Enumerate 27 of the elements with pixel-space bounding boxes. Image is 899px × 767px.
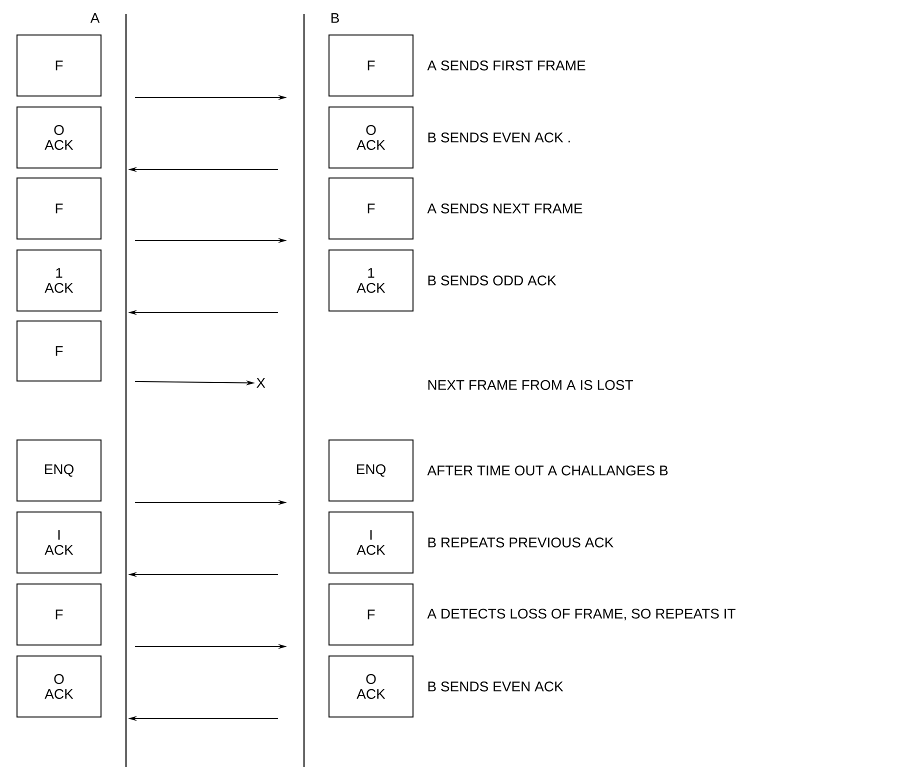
message-box: O ACK <box>16 655 102 718</box>
message-box: 1 ACK <box>328 249 414 312</box>
description-text: AFTER TIME OUT A CHALLANGES B <box>427 466 668 476</box>
note-text: NEXT FRAME FROM A IS LOST <box>428 380 634 390</box>
message-box: F <box>16 34 102 96</box>
message-box: I ACK <box>16 511 102 574</box>
message-box: ENQ <box>328 439 414 502</box>
loss-mark: X <box>256 378 266 388</box>
description-text: A SENDS NEXT FRAME <box>427 204 582 214</box>
message-box: O ACK <box>328 655 414 718</box>
message-box: F <box>328 34 414 96</box>
message-box: F <box>16 320 102 382</box>
message-box: F <box>16 177 102 240</box>
description-text: B REPEATS PREVIOUS ACK <box>428 538 614 548</box>
message-box: ENQ <box>16 439 102 502</box>
message-box: F <box>16 583 102 646</box>
message-box: 1 ACK <box>16 249 102 312</box>
message-box: O ACK <box>328 106 414 168</box>
message-box: I ACK <box>328 511 414 574</box>
description-text: A DETECTS LOSS OF FRAME, SO REPEATS IT <box>427 608 736 620</box>
message-box: F <box>328 177 414 240</box>
description-text: B SENDS ODD ACK <box>428 276 556 286</box>
description-text: B SENDS EVEN ACK <box>428 682 564 692</box>
description-text: A SENDS FIRST FRAME <box>427 60 586 70</box>
message-box: F <box>328 583 414 646</box>
message-box: O ACK <box>16 106 102 168</box>
description-text: B SENDS EVEN ACK . <box>428 132 570 142</box>
